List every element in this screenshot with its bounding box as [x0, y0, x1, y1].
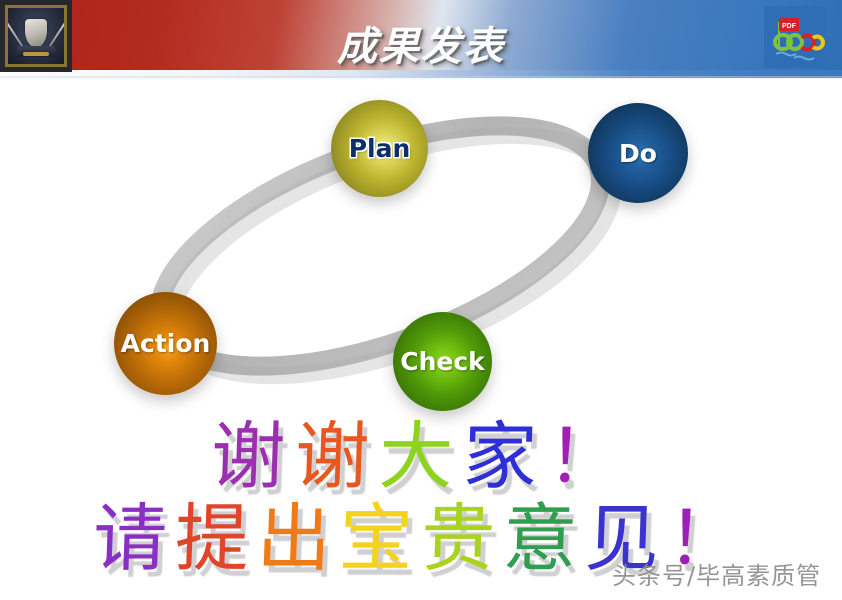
- message-char: 意: [501, 496, 587, 582]
- header-underline-fade: [0, 76, 842, 80]
- pdca-node-do[interactable]: Do: [588, 103, 688, 203]
- pdca-node-plan-label: Plan: [348, 134, 411, 163]
- pdca-node-do-label: Do: [619, 138, 657, 168]
- crest-ribbon: [22, 51, 50, 56]
- svg-text:PDF: PDF: [782, 23, 797, 30]
- message-char: 谢: [209, 414, 297, 500]
- message-char: ！: [545, 414, 633, 500]
- slide-header-bar: [0, 0, 842, 72]
- pdca-node-check-label: Check: [400, 347, 485, 376]
- pdca-node-action-label: Action: [120, 329, 211, 358]
- message-char: 大: [377, 414, 465, 500]
- company-crest-emblem-icon: [0, 0, 72, 72]
- header-underline: [0, 70, 842, 78]
- crest-shield-icon: [25, 18, 47, 47]
- message-char: 出: [255, 496, 341, 582]
- pdca-node-check[interactable]: Check: [393, 312, 492, 411]
- page-title: 成果发表: [337, 24, 505, 70]
- pdf-rings-logo-icon: PDF: [764, 6, 826, 68]
- message-char: 提: [173, 496, 259, 582]
- message-char: 请: [91, 496, 177, 582]
- pdca-node-plan[interactable]: Plan: [331, 100, 428, 197]
- watermark-text: 头条号/毕高素质管: [612, 562, 822, 590]
- message-char: 宝: [337, 496, 423, 582]
- pdca-cycle-diagram: Plan Do Check Action: [0, 72, 842, 422]
- pdca-node-action[interactable]: Action: [114, 292, 217, 395]
- crest-frame: [5, 5, 67, 67]
- message-char: 谢: [293, 414, 381, 500]
- message-char: 家: [461, 414, 549, 500]
- pdf-rings-logo-svg: PDF: [764, 6, 826, 68]
- closing-message-line-1: 谢谢大家！: [0, 414, 842, 506]
- message-char: 贵: [419, 496, 505, 582]
